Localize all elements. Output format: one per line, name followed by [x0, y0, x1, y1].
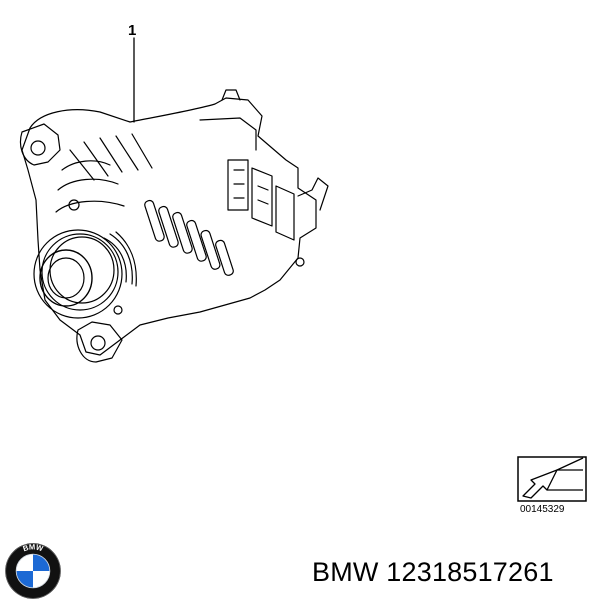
callout-number: 1 — [128, 22, 137, 39]
lower-mount-ear — [76, 321, 123, 363]
pulley-icon — [33, 229, 137, 319]
bmw-roundel-icon: BMW — [5, 542, 61, 599]
lower-mount-hole — [90, 335, 106, 351]
stator-vent-slots — [144, 199, 234, 276]
part-number: 12318517261 — [386, 557, 554, 587]
front-cooling-fins — [55, 133, 153, 213]
housing-outline — [21, 97, 317, 356]
upper-mount-ear — [19, 123, 61, 166]
housing-boss — [295, 257, 305, 267]
logo-lettering: BMW — [22, 542, 45, 553]
part-number-caption: BMW 12318517261 — [312, 557, 554, 588]
housing-boss — [68, 199, 80, 211]
upper-mount-hole — [30, 140, 46, 156]
direction-arrow-icon — [517, 456, 587, 502]
brand-name: BMW — [312, 557, 379, 587]
rear-terminal-block — [199, 89, 329, 241]
housing-boss — [113, 305, 123, 315]
diagram-reference-code: 00145329 — [520, 504, 565, 515]
